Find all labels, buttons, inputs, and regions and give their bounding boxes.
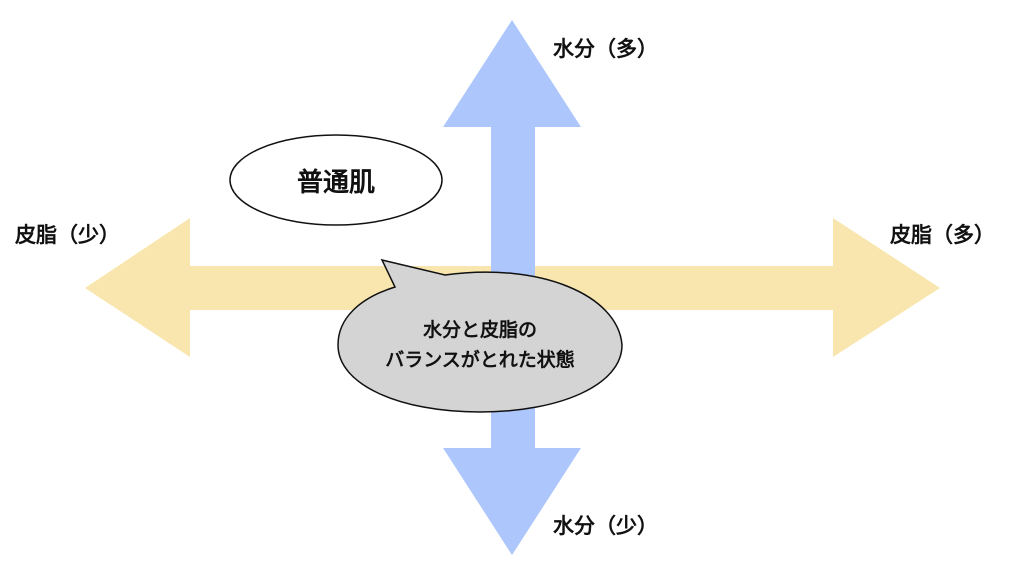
label-sebum-high: 皮脂（多） <box>890 223 995 247</box>
label-water-low: 水分（少） <box>553 514 658 538</box>
label-water-high: 水分（多） <box>553 37 658 61</box>
callout-text: 水分と皮脂の バランスがとれた状態 <box>340 315 620 375</box>
callout-line-1: 水分と皮脂の <box>422 319 537 341</box>
callout-bubble <box>337 258 623 413</box>
callout-line-2: バランスがとれた状態 <box>385 349 575 371</box>
skin-type-label: 普通肌 <box>296 168 375 198</box>
skin-type-ellipse <box>229 134 443 226</box>
label-sebum-low: 皮脂（少） <box>15 223 120 247</box>
